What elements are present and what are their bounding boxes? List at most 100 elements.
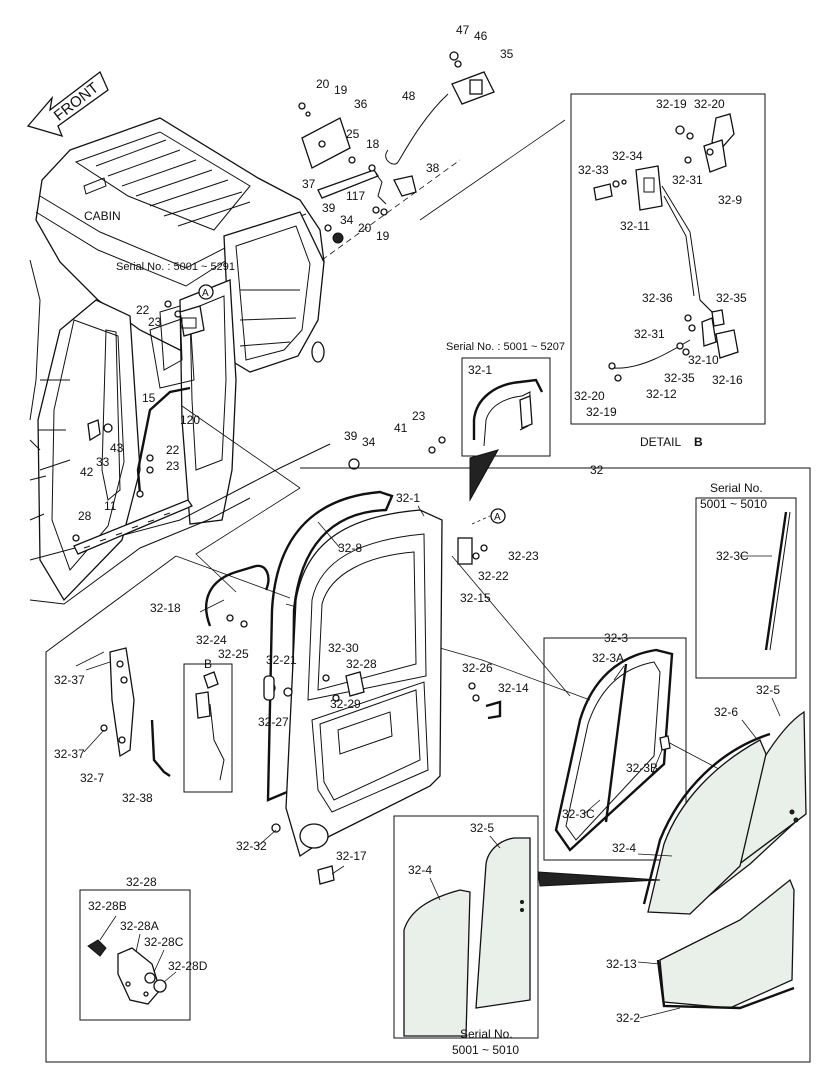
door-assembly-frame (45, 467, 811, 1063)
label-d32-10: 32-10 (688, 353, 719, 367)
callout-b: B (204, 657, 212, 671)
label-d32-31a: 32-31 (672, 173, 703, 187)
label-39b: 39 (344, 429, 358, 443)
label-32-8: 32-8 (338, 541, 362, 555)
label-32-24: 32-24 (196, 633, 227, 647)
label-32-29: 32-29 (330, 697, 361, 711)
callout-a-door: A (494, 512, 501, 523)
door-seal (266, 490, 394, 802)
label-46: 46 (474, 29, 488, 43)
label-37: 37 (302, 177, 316, 191)
serial-seal: Serial No. : 5001 ~ 5207 (446, 341, 565, 353)
label-d32-35a: 32-35 (716, 291, 747, 305)
label-d32-9: 32-9 (718, 193, 742, 207)
detail-b-inset: B (183, 657, 233, 793)
label-d32-34: 32-34 (612, 149, 643, 163)
label-32-13: 32-13 (606, 957, 637, 971)
label-15: 15 (142, 391, 156, 405)
label-d32-19b: 32-19 (586, 405, 617, 419)
label-serial-3c-line2: 5001 ~ 5010 (700, 497, 767, 511)
label-38: 38 (426, 161, 440, 175)
label-32-28: 32-28 (346, 657, 377, 671)
label-28: 28 (78, 509, 92, 523)
label-35: 35 (500, 47, 514, 61)
label-d32-12: 32-12 (646, 387, 677, 401)
label-32-28B: 32-28B (88, 899, 127, 913)
label-20b: 20 (358, 221, 372, 235)
label-d32-19a: 32-19 (656, 97, 687, 111)
striker: A (457, 508, 506, 565)
sash-inset (543, 637, 687, 861)
top-latch-assembly (298, 51, 495, 261)
label-d32-31b: 32-31 (634, 327, 665, 341)
label-leaders (75, 505, 781, 1019)
label-32-27: 32-27 (258, 715, 289, 729)
label-43: 43 (110, 441, 124, 455)
part-labels: CABIN Serial No. : 5001 ~ 5291 47 46 35 … (54, 23, 780, 1057)
label-32-38: 32-38 (122, 791, 153, 805)
label-120: 120 (180, 413, 200, 427)
label-32: 32 (590, 463, 604, 477)
label-d32-20b: 32-20 (574, 389, 605, 403)
label-32-15: 32-15 (460, 591, 491, 605)
label-32-26: 32-26 (462, 661, 493, 675)
label-32-1-seal: 32-1 (468, 363, 492, 377)
label-19b: 19 (376, 229, 390, 243)
label-32-37b: 32-37 (54, 747, 85, 761)
label-33: 33 (96, 455, 110, 469)
label-d32-35b: 32-35 (664, 371, 695, 385)
label-d32-33: 32-33 (578, 163, 609, 177)
label-32-1: 32-1 (396, 491, 420, 505)
label-32-3C-strip: 32-3C (716, 549, 749, 563)
label-cabin: CABIN (84, 209, 121, 223)
label-32-6: 32-6 (714, 705, 738, 719)
label-25a: 25 (346, 127, 360, 141)
front-label: FRONT (51, 79, 102, 124)
label-detail-title: DETAIL (640, 435, 681, 449)
label-20a: 20 (316, 77, 330, 91)
label-32-4b: 32-4 (408, 863, 432, 877)
label-23c: 23 (412, 409, 426, 423)
detail-b-box (570, 93, 766, 425)
label-32-2: 32-2 (616, 1011, 640, 1025)
label-22a: 22 (136, 303, 150, 317)
label-34b: 34 (362, 435, 376, 449)
label-32-17: 32-17 (336, 849, 367, 863)
label-32-3B: 32-3B (626, 761, 658, 775)
label-23a: 23 (148, 315, 162, 329)
label-serial-main: Serial No. : 5001 ~ 5291 (116, 261, 235, 273)
glass-panels (642, 710, 807, 1010)
label-detail-letter: B (694, 435, 703, 449)
label-32-30: 32-30 (328, 641, 359, 655)
label-serial-glass-line1: Serial No. (460, 1027, 513, 1041)
label-d32-11: 32-11 (620, 219, 650, 233)
label-22b: 22 (166, 443, 180, 457)
label-d32-16: 32-16 (712, 373, 743, 387)
label-32-4a: 32-4 (612, 841, 636, 855)
label-32-3: 32-3 (604, 631, 628, 645)
label-32-5b: 32-5 (470, 821, 494, 835)
label-23b: 23 (166, 459, 180, 473)
label-32-14: 32-14 (498, 681, 529, 695)
label-32-3A: 32-3A (592, 651, 624, 665)
label-32-3C: 32-3C (562, 807, 595, 821)
label-117: 117 (346, 189, 365, 203)
label-serial-3c-line1: Serial No. (710, 481, 763, 495)
label-32-23: 32-23 (508, 549, 539, 563)
cabin-body: A (29, 117, 331, 605)
label-serial-glass-line2: 5001 ~ 5010 (452, 1043, 519, 1057)
label-11: 11 (104, 499, 117, 513)
label-41: 41 (394, 421, 408, 435)
label-19a: 19 (334, 83, 348, 97)
label-32-22: 32-22 (478, 569, 509, 583)
label-32-32: 32-32 (236, 839, 267, 853)
door-handle-rail (205, 564, 270, 627)
label-34a: 34 (340, 213, 354, 227)
label-47: 47 (456, 23, 470, 37)
label-32-5a: 32-5 (756, 683, 780, 697)
front-arrow: FRONT (26, 70, 109, 138)
label-d32-36: 32-36 (642, 291, 673, 305)
label-39a: 39 (322, 201, 336, 215)
label-48: 48 (402, 89, 416, 103)
